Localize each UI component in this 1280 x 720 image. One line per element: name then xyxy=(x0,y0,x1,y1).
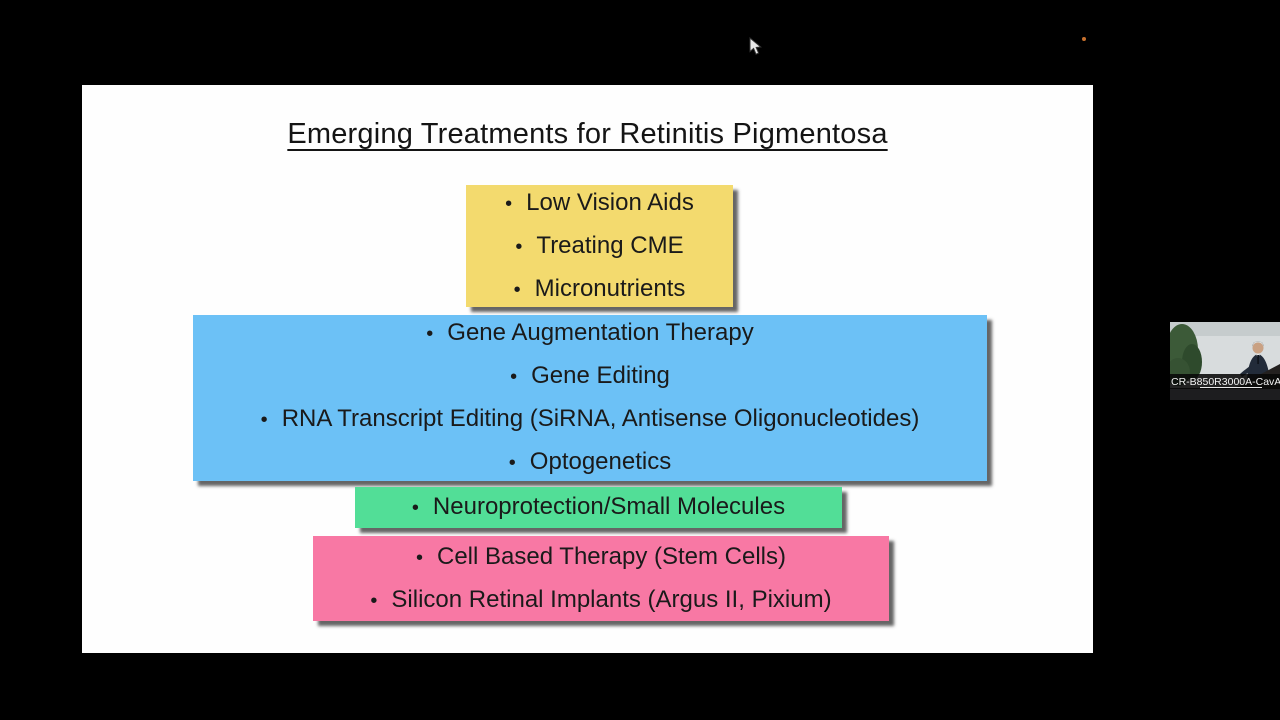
caption-text: CR-B850R3000A-CavA xyxy=(1171,376,1280,388)
treatment-box-cell-implant: • Cell Based Therapy (Stem Cells) • Sili… xyxy=(313,536,889,621)
bullet-icon: • xyxy=(415,546,423,569)
bullet-item-label: Cell Based Therapy (Stem Cells) xyxy=(436,542,787,570)
bullet-item: • Cell Based Therapy (Stem Cells) xyxy=(416,536,786,579)
bullet-item-label: Gene Editing xyxy=(531,362,670,389)
slide-title: Emerging Treatments for Retinitis Pigmen… xyxy=(287,118,888,150)
bullet-icon: • xyxy=(370,589,378,612)
bullet-icon: • xyxy=(515,235,523,258)
bullet-item-label: Neuroprotection/Small Molecules xyxy=(432,493,786,520)
webcam-thumbnail[interactable]: CR-B850R3000A-CavA xyxy=(1170,322,1280,400)
recording-dot-icon xyxy=(1082,37,1086,41)
bullet-item-label: Micronutrients xyxy=(534,274,686,302)
bullet-icon: • xyxy=(513,278,521,301)
bullet-item: • Low Vision Aids xyxy=(505,182,694,225)
bullet-icon: • xyxy=(426,323,434,345)
treatment-box-genetic: • Gene Augmentation Therapy • Gene Editi… xyxy=(193,315,987,481)
bullet-item: • Gene Editing xyxy=(510,355,670,398)
desk-shadow xyxy=(1170,388,1280,400)
caption-bar xyxy=(1170,374,1280,389)
bullet-icon: • xyxy=(510,366,518,388)
presentation-slide: Emerging Treatments for Retinitis Pigmen… xyxy=(82,85,1093,653)
bullet-icon: • xyxy=(411,497,419,519)
mouse-cursor-icon xyxy=(749,37,762,55)
bullet-item-label: Treating CME xyxy=(536,231,684,259)
treatment-box-supportive: • Low Vision Aids • Treating CME • Micro… xyxy=(466,185,733,307)
plant xyxy=(1170,324,1202,386)
treatment-box-neuroprotection: • Neuroprotection/Small Molecules xyxy=(355,487,842,528)
bullet-icon: • xyxy=(508,452,516,474)
bullet-item: • Gene Augmentation Therapy xyxy=(426,312,753,355)
bullet-item: • Silicon Retinal Implants (Argus II, Pi… xyxy=(370,579,831,622)
bullet-item: • RNA Transcript Editing (SiRNA, Antisen… xyxy=(261,398,920,441)
bullet-item: • Micronutrients xyxy=(514,268,686,311)
bullet-item: • Optogenetics xyxy=(509,441,671,484)
bullet-item-label: Gene Augmentation Therapy xyxy=(447,319,754,346)
bullet-item: • Treating CME xyxy=(515,225,683,268)
bullet-item-label: RNA Transcript Editing (SiRNA, Antisense… xyxy=(281,405,920,432)
bullet-item: • Neuroprotection/Small Molecules xyxy=(412,486,785,529)
bullet-icon: • xyxy=(505,192,513,215)
speaker-video: CR-B850R3000A-CavA xyxy=(1170,322,1280,400)
bullet-item-label: Low Vision Aids xyxy=(526,188,694,216)
bullet-icon: • xyxy=(260,409,268,431)
bullet-item-label: Optogenetics xyxy=(529,448,672,475)
bullet-item-label: Silicon Retinal Implants (Argus II, Pixi… xyxy=(391,585,832,613)
wall-shade xyxy=(1170,322,1280,336)
